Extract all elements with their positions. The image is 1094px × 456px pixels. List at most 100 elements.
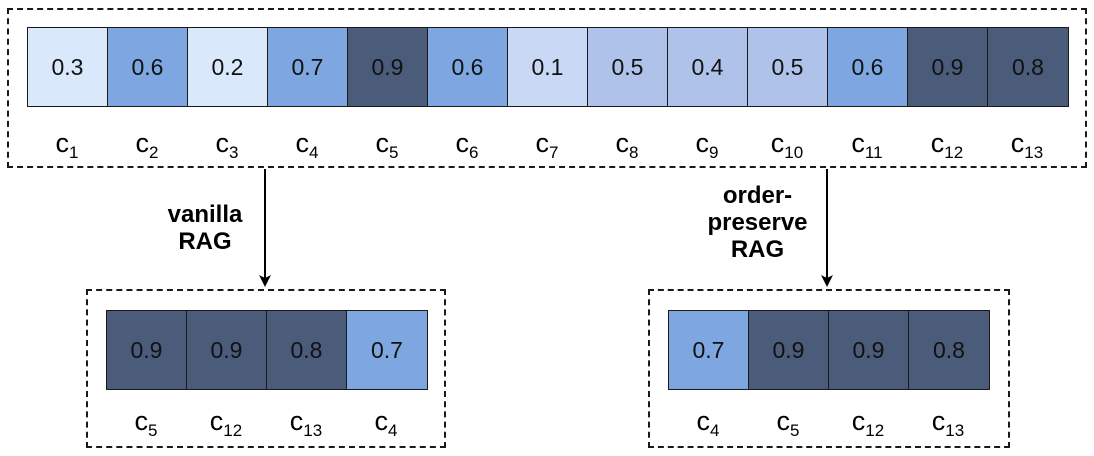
chunk-label: c4	[267, 128, 347, 161]
chunk-index: 5	[148, 421, 158, 440]
chunk-label: c12	[186, 406, 266, 439]
chunk-label: c13	[266, 406, 346, 439]
chunk-score-cell: 0.7	[268, 28, 348, 106]
chunk-index: 4	[309, 143, 319, 162]
order-preserve-rag-container	[648, 289, 1010, 448]
chunk-letter: c	[55, 128, 70, 158]
chunk-letter: c	[209, 406, 224, 436]
chunk-index: 13	[945, 421, 965, 440]
chunk-letter: c	[455, 128, 470, 158]
chunk-score-cell: 0.8	[909, 311, 989, 389]
order-preserve-label-line3: RAG	[730, 236, 785, 263]
chunk-index: 5	[790, 421, 800, 440]
chunk-letter: c	[931, 406, 946, 436]
vanilla-label-line2: RAG	[178, 228, 232, 255]
chunk-score-cell: 0.9	[107, 311, 187, 389]
chunk-score-cell: 0.9	[348, 28, 428, 106]
chunk-letter: c	[535, 128, 550, 158]
chunk-letter: c	[770, 128, 785, 158]
chunk-score-cell: 0.5	[588, 28, 668, 106]
all-chunks-container	[7, 8, 1087, 168]
chunk-letter: c	[295, 128, 310, 158]
chunk-label: c5	[748, 406, 828, 439]
vanilla-rag-label: vanilla RAG	[150, 201, 260, 255]
order-preserve-label-line2: preserve	[707, 209, 808, 236]
chunk-letter: c	[289, 406, 304, 436]
chunk-label: c13	[987, 128, 1067, 161]
chunk-label: c5	[347, 128, 427, 161]
chunk-label: c3	[187, 128, 267, 161]
chunk-score-cell: 0.9	[829, 311, 909, 389]
chunk-index: 4	[710, 421, 720, 440]
chunk-label: c5	[106, 406, 186, 439]
chunk-letter: c	[1010, 128, 1025, 158]
chunk-index: 6	[469, 143, 479, 162]
chunk-index: 5	[389, 143, 399, 162]
chunk-index: 2	[149, 143, 159, 162]
chunk-letter: c	[135, 128, 150, 158]
chunk-letter: c	[930, 128, 945, 158]
chunk-index: 1	[69, 143, 79, 162]
chunk-score-cell: 0.1	[508, 28, 588, 106]
chunk-score-cell: 0.6	[428, 28, 508, 106]
chunk-score-cell: 0.7	[347, 311, 427, 389]
chunk-score-cell: 0.6	[828, 28, 908, 106]
chunk-letter: c	[134, 406, 149, 436]
chunk-index: 8	[629, 143, 639, 162]
chunk-index: 13	[1024, 143, 1044, 162]
vanilla-label-line1: vanilla	[167, 201, 243, 228]
chunk-score-cell: 0.8	[267, 311, 347, 389]
chunk-letter: c	[695, 128, 710, 158]
chunk-label: c10	[747, 128, 827, 161]
chunk-index: 7	[549, 143, 559, 162]
chunk-label: c2	[107, 128, 187, 161]
chunk-score-cell: 0.3	[28, 28, 108, 106]
chunk-letter: c	[375, 128, 390, 158]
chunk-index: 9	[709, 143, 719, 162]
order-preserve-label-line1: order-	[722, 182, 793, 209]
chunk-letter: c	[776, 406, 791, 436]
chunk-score-cell: 0.9	[908, 28, 988, 106]
chunk-label: c1	[27, 128, 107, 161]
chunk-score-cell: 0.5	[748, 28, 828, 106]
chunk-label: c8	[587, 128, 667, 161]
chunk-label: c7	[507, 128, 587, 161]
chunk-label: c11	[827, 128, 907, 161]
chunk-label: c12	[828, 406, 908, 439]
chunk-index: 4	[388, 421, 398, 440]
chunk-score-cell: 0.2	[188, 28, 268, 106]
chunk-score-cell: 0.9	[749, 311, 829, 389]
chunk-index: 3	[229, 143, 239, 162]
chunk-index: 12	[944, 143, 964, 162]
chunk-label: c4	[668, 406, 748, 439]
chunk-score-cell: 0.9	[187, 311, 267, 389]
chunk-index: 13	[303, 421, 323, 440]
chunk-letter: c	[374, 406, 389, 436]
chunk-letter: c	[851, 406, 866, 436]
chunk-letter: c	[851, 128, 865, 158]
chunk-label: c12	[907, 128, 987, 161]
chunk-letter: c	[215, 128, 230, 158]
chunk-label: c6	[427, 128, 507, 161]
order-preserve-rag-label: order- preserve RAG	[690, 182, 825, 263]
chunk-index: 11	[864, 143, 883, 162]
chunk-index: 10	[784, 143, 804, 162]
chunk-score-cell: 0.4	[668, 28, 748, 106]
chunk-index: 12	[223, 421, 243, 440]
chunk-score-cell: 0.7	[669, 311, 749, 389]
chunk-index: 12	[865, 421, 885, 440]
chunk-letter: c	[615, 128, 630, 158]
chunk-label: c4	[346, 406, 426, 439]
chunk-label: c9	[667, 128, 747, 161]
chunk-letter: c	[696, 406, 711, 436]
vanilla-rag-container	[86, 289, 446, 448]
chunk-score-cell: 0.8	[988, 28, 1068, 106]
chunk-score-cell: 0.6	[108, 28, 188, 106]
